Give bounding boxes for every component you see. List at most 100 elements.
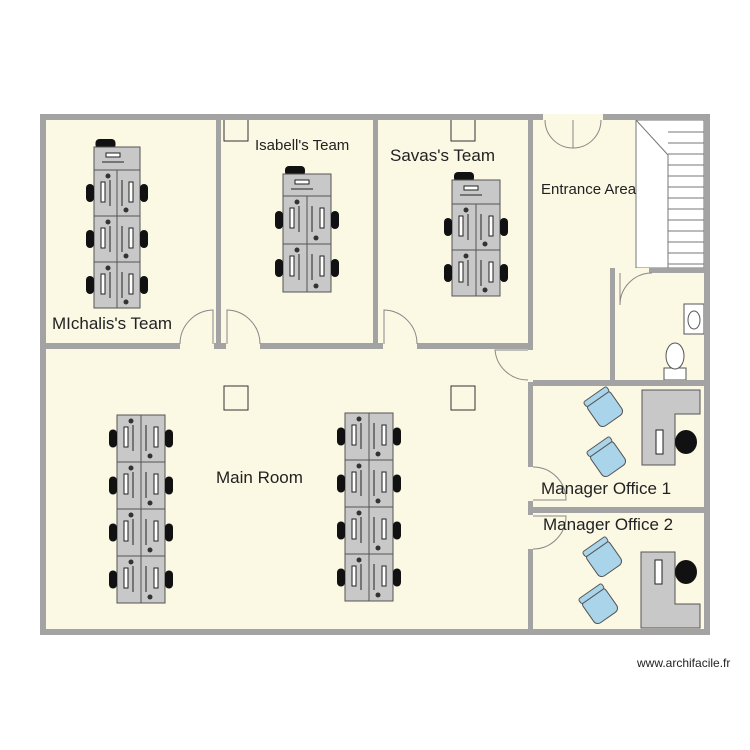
desk bbox=[140, 461, 166, 510]
desk bbox=[282, 195, 308, 245]
desk bbox=[116, 555, 142, 604]
monitor bbox=[458, 261, 464, 283]
phone bbox=[128, 512, 134, 518]
monitor bbox=[655, 429, 664, 455]
room-label-main: Main Room bbox=[216, 468, 303, 487]
phone bbox=[128, 418, 134, 424]
phone bbox=[356, 557, 362, 563]
desk bbox=[344, 553, 370, 602]
monitor bbox=[381, 565, 387, 587]
monitor bbox=[123, 426, 129, 448]
monitor bbox=[319, 207, 325, 229]
desk bbox=[116, 508, 142, 557]
door-opening bbox=[180, 343, 214, 349]
wall bbox=[610, 268, 615, 384]
monitor bbox=[381, 471, 387, 493]
chair bbox=[337, 568, 345, 587]
wall bbox=[704, 114, 710, 635]
chair bbox=[109, 523, 117, 542]
door-swing bbox=[532, 466, 567, 501]
monitor bbox=[351, 424, 357, 446]
room-label-savas: Savas's Team bbox=[390, 146, 495, 165]
wall bbox=[528, 507, 710, 513]
desk bbox=[140, 414, 166, 463]
phone bbox=[147, 453, 153, 459]
monitor bbox=[319, 255, 325, 277]
watermark: www.archifacile.fr bbox=[636, 656, 730, 670]
wall bbox=[216, 114, 221, 347]
door-opening bbox=[615, 268, 649, 273]
furniture bbox=[86, 116, 705, 629]
chair bbox=[331, 211, 339, 229]
armchair bbox=[582, 536, 623, 578]
phone bbox=[375, 592, 381, 598]
monitor bbox=[153, 520, 159, 542]
chair bbox=[165, 523, 173, 542]
phone bbox=[128, 465, 134, 471]
monitor bbox=[351, 518, 357, 540]
room-label-entrance: Entrance Area bbox=[541, 181, 637, 198]
chair bbox=[140, 230, 148, 248]
wall bbox=[528, 380, 710, 386]
room-label-manager-office-1: Manager Office 1 bbox=[541, 479, 671, 498]
phone bbox=[313, 235, 319, 241]
phone bbox=[463, 253, 469, 259]
phone bbox=[482, 287, 488, 293]
phone bbox=[123, 299, 129, 305]
wall bbox=[40, 629, 710, 635]
chair bbox=[331, 259, 339, 277]
desk bbox=[344, 412, 370, 461]
monitor bbox=[654, 559, 663, 585]
phone bbox=[356, 510, 362, 516]
monitor bbox=[458, 215, 464, 237]
phone bbox=[105, 265, 111, 271]
monitor bbox=[289, 255, 295, 277]
desk bbox=[368, 506, 394, 555]
chair bbox=[275, 211, 283, 229]
column-pillar bbox=[450, 385, 476, 411]
phone bbox=[123, 207, 129, 213]
phone bbox=[105, 219, 111, 225]
wall bbox=[373, 114, 378, 347]
chair bbox=[393, 568, 401, 587]
desk bbox=[306, 243, 332, 293]
monitor bbox=[381, 518, 387, 540]
door-swing bbox=[383, 309, 418, 345]
phone bbox=[147, 594, 153, 600]
desk bbox=[116, 414, 142, 463]
monitor bbox=[381, 424, 387, 446]
chair bbox=[109, 570, 117, 589]
wall bbox=[40, 343, 530, 349]
desk bbox=[475, 203, 501, 251]
monitor bbox=[153, 567, 159, 589]
chair bbox=[165, 570, 173, 589]
room-label-michalis: MIchalis's Team bbox=[52, 314, 172, 333]
monitor bbox=[294, 179, 310, 185]
chair bbox=[500, 264, 508, 282]
door-opening bbox=[528, 350, 533, 382]
chair bbox=[393, 474, 401, 493]
chair bbox=[444, 264, 452, 282]
chair bbox=[86, 184, 94, 202]
office-chair bbox=[675, 430, 697, 454]
chair bbox=[444, 218, 452, 236]
chair bbox=[86, 230, 94, 248]
monitor bbox=[123, 473, 129, 495]
door-swing bbox=[179, 309, 214, 345]
toilet-tank bbox=[663, 367, 687, 381]
phone bbox=[482, 241, 488, 247]
phone bbox=[356, 463, 362, 469]
column-pillar bbox=[223, 385, 249, 411]
desk bbox=[140, 508, 166, 557]
door-swing bbox=[544, 119, 574, 149]
desk bbox=[451, 249, 477, 297]
armchair-back bbox=[582, 536, 609, 557]
phone bbox=[294, 199, 300, 205]
door-opening bbox=[543, 114, 603, 120]
monitor bbox=[351, 471, 357, 493]
chair bbox=[500, 218, 508, 236]
chair bbox=[393, 521, 401, 540]
desk bbox=[140, 555, 166, 604]
desk bbox=[368, 459, 394, 508]
door-swing bbox=[572, 119, 602, 149]
